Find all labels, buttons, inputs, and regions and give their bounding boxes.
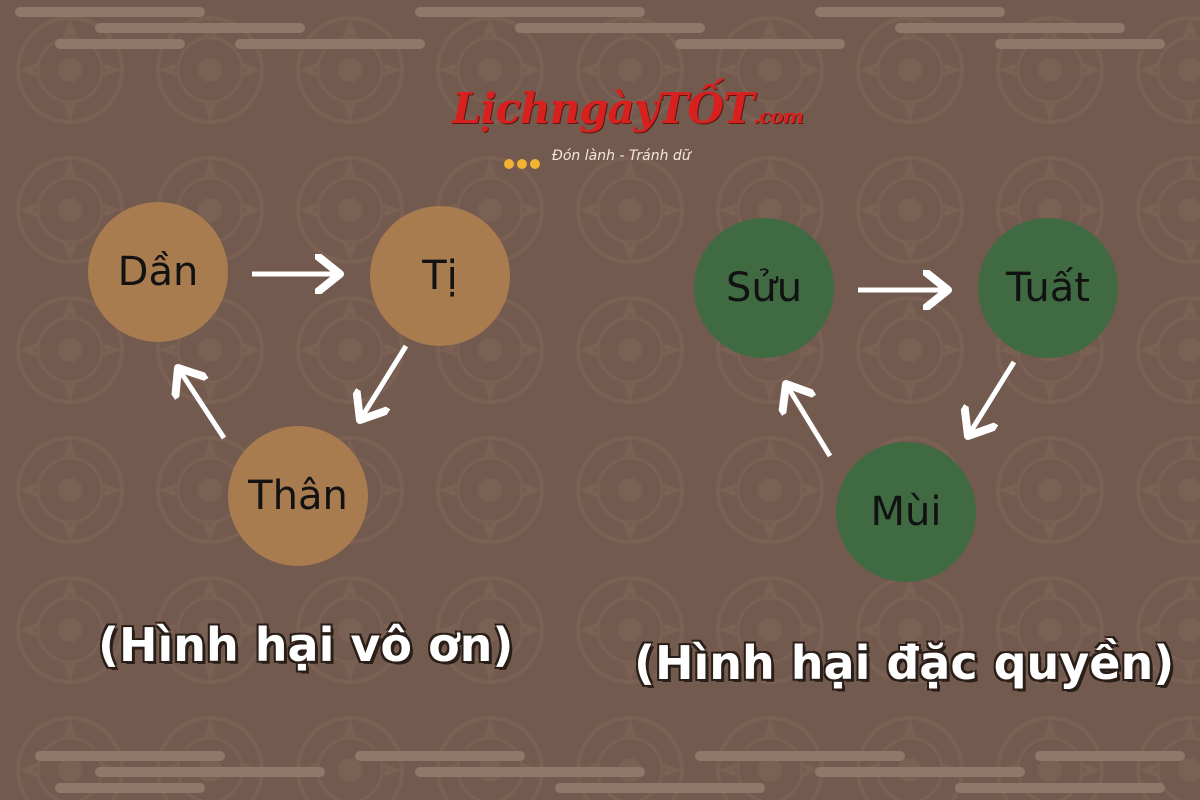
brand-dots — [504, 154, 543, 173]
node-mui: Mùi — [836, 442, 976, 582]
cloud-border-bottom — [35, 751, 1185, 793]
node-than: Thân — [228, 426, 368, 566]
caption-left: (Hình hại vô ơn) — [98, 618, 514, 672]
cloud-border-top — [15, 7, 1165, 49]
caption-right: (Hình hại đặc quyền) — [634, 636, 1175, 690]
arrow-ti-to-than — [360, 344, 409, 420]
brand-logo: LịchngàyTỐT.com Đón lành - Tránh dữ — [440, 78, 804, 178]
node-tuat: Tuất — [978, 218, 1118, 358]
node-suu: Sửu — [694, 218, 834, 358]
arrow-tuat-to-mui — [968, 360, 1017, 436]
arrow-mui-to-suu — [786, 384, 833, 458]
brand-tagline: Đón lành - Tránh dữ — [552, 148, 691, 164]
arrow-than-to-dan — [178, 368, 227, 440]
brand-name: LịchngàyTỐT.com — [452, 84, 804, 133]
node-ti: Tị — [370, 206, 510, 346]
node-dan: Dần — [88, 202, 228, 342]
